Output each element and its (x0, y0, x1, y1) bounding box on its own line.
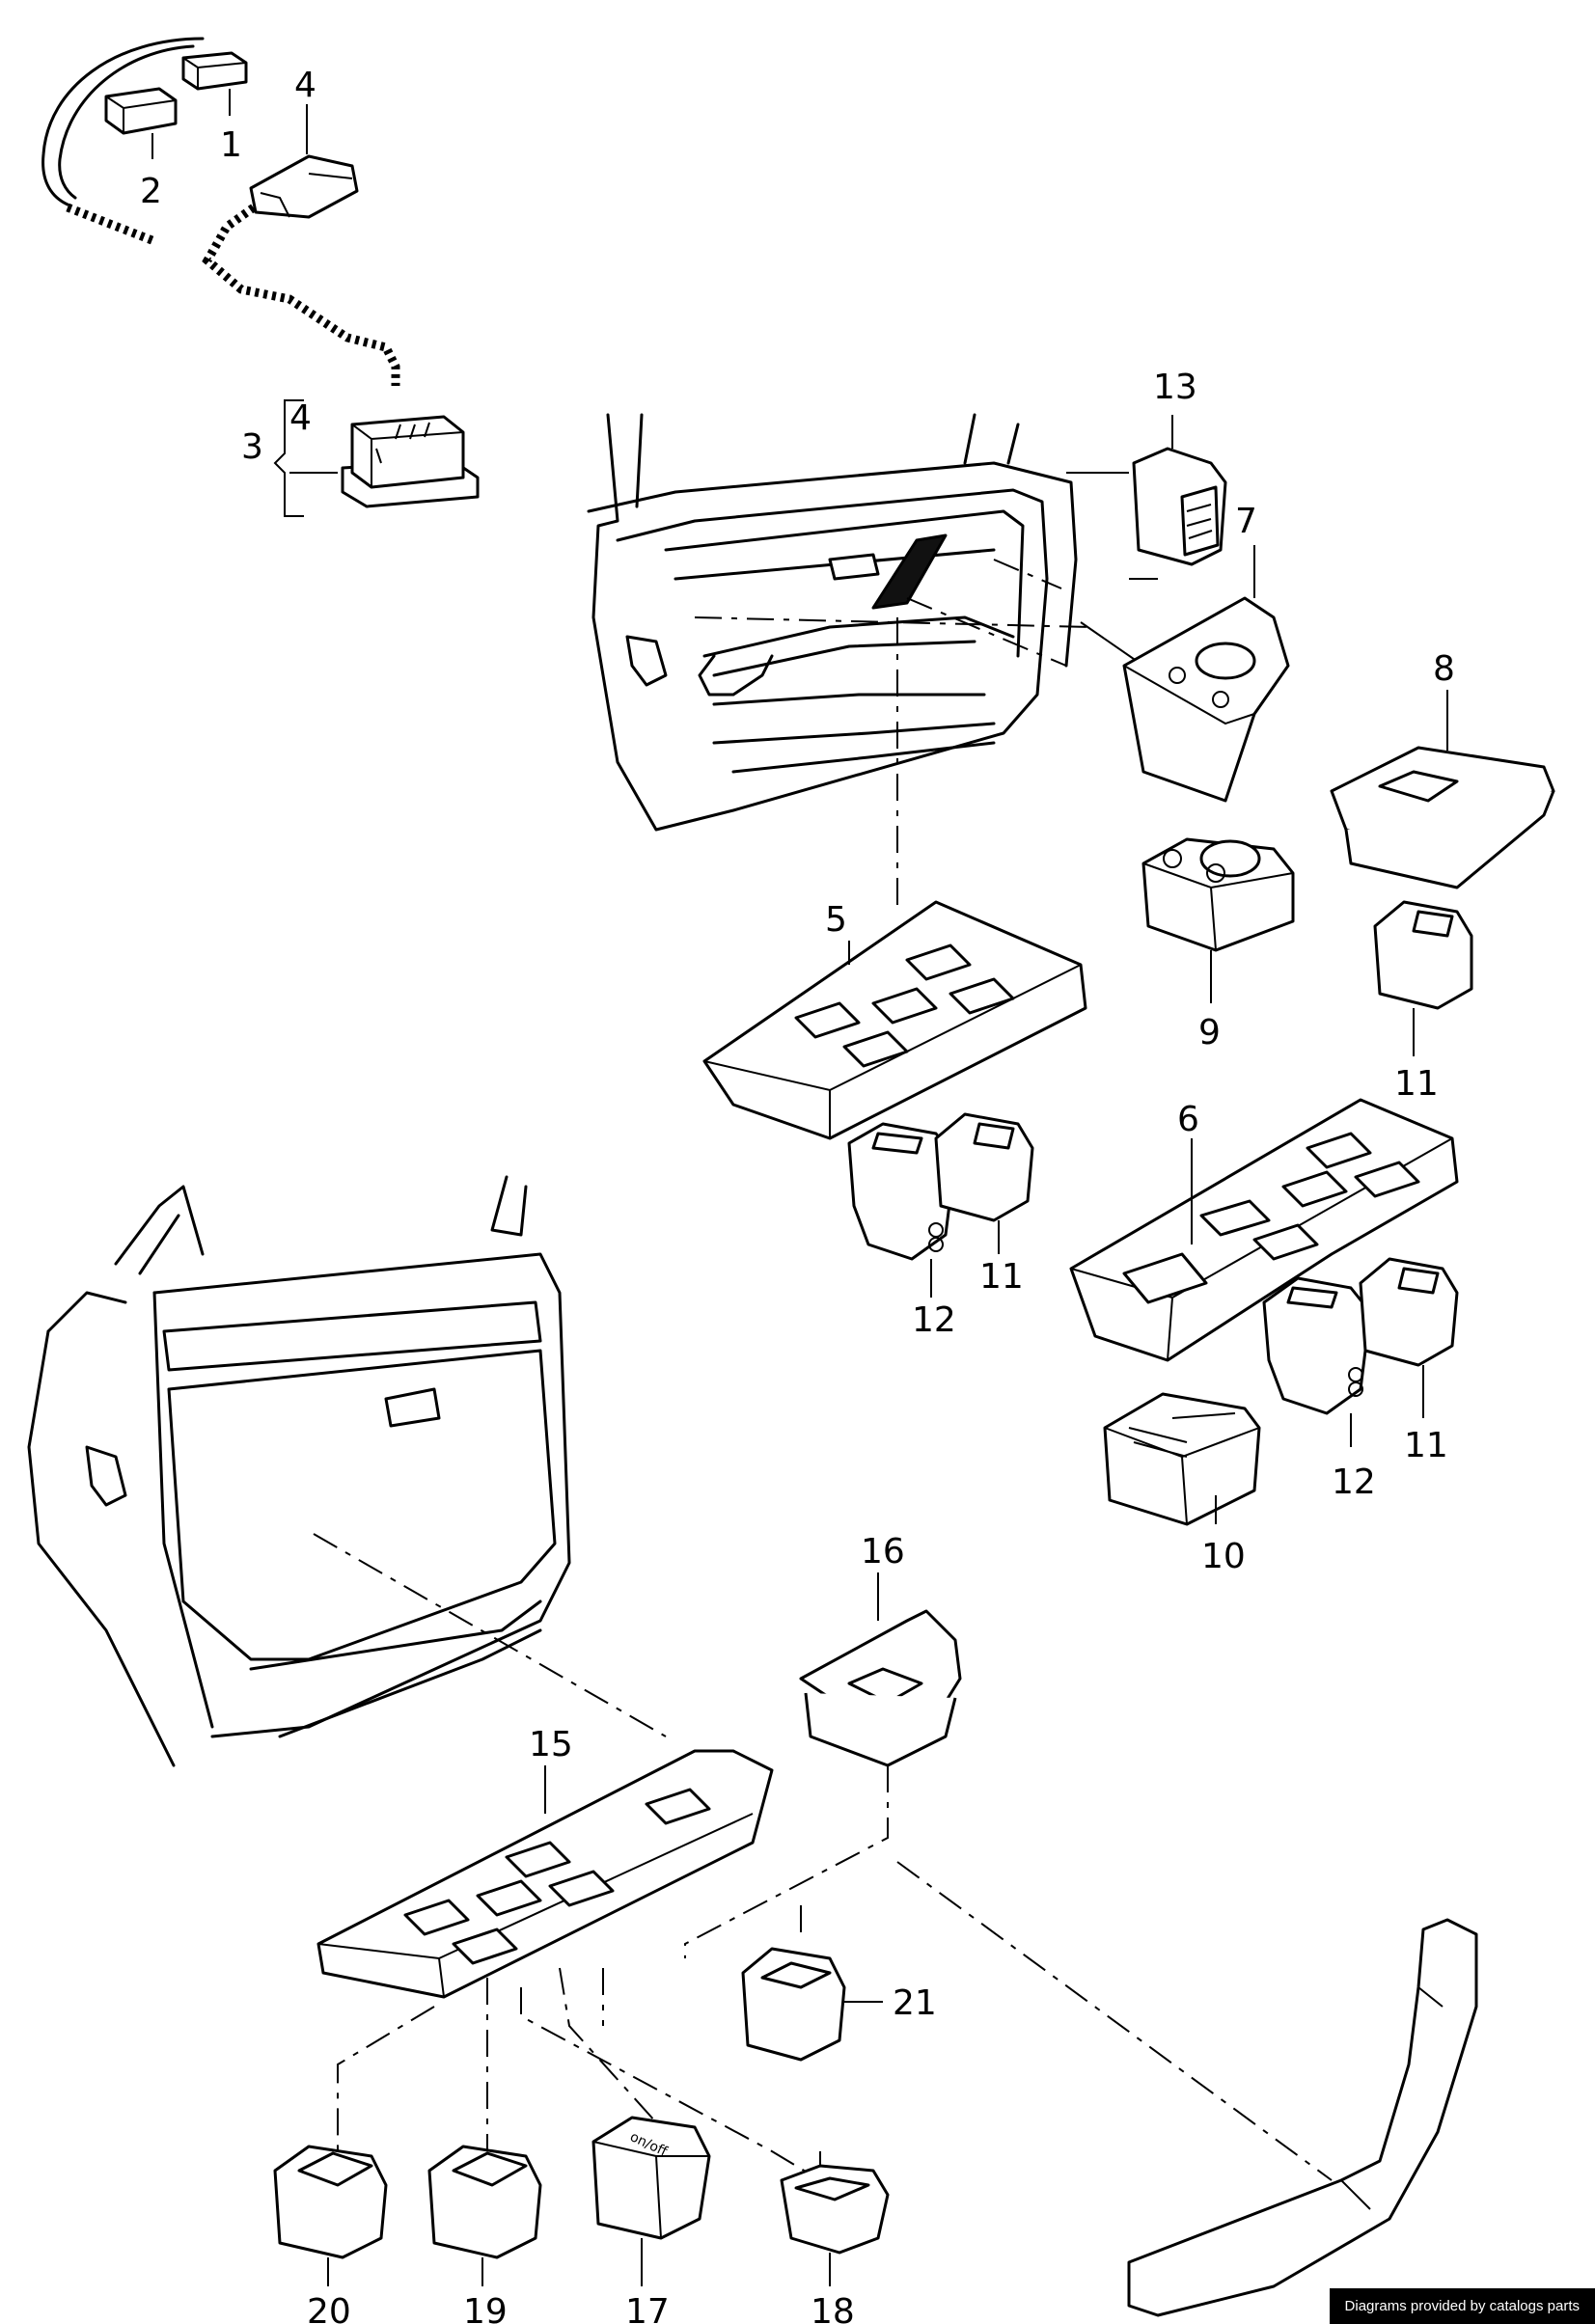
switch-13 (1132, 447, 1227, 566)
callout-2: 2 (140, 172, 162, 211)
callout-6: 6 (1177, 1100, 1199, 1139)
rear-door-panel (27, 1175, 571, 1767)
callout-7: 7 (1235, 502, 1257, 541)
armrest-handle (1127, 1918, 1478, 2317)
switch-17-on-off: on/off (591, 2116, 711, 2240)
callout-1: 1 (220, 125, 242, 165)
callout-10: 10 (1201, 1537, 1246, 1576)
switch-12-left (847, 1122, 957, 1261)
bracket-3 (273, 399, 304, 517)
switch-3 (341, 415, 480, 508)
switch-21 (741, 1947, 846, 2062)
callout-3: 3 (241, 427, 263, 467)
callout-20: 20 (307, 2292, 351, 2324)
switch-11-right-lower (1359, 1257, 1459, 1367)
switch-12-right (1262, 1276, 1372, 1415)
callout-5: 5 (825, 900, 847, 940)
front-door-panel (587, 413, 1078, 832)
switch-19 (427, 2145, 542, 2259)
cap-1 (181, 51, 248, 91)
callout-18: 18 (811, 2292, 855, 2324)
callout-12-left: 12 (912, 1300, 956, 1340)
callout-21: 21 (893, 1983, 937, 2023)
trim-panel-8 (1330, 746, 1555, 889)
callout-16: 16 (861, 1532, 905, 1572)
connector-4 (249, 154, 359, 219)
mirror-switch-9 (1141, 837, 1295, 952)
mirror-switch-housing-7 (1122, 596, 1290, 803)
switch-20 (273, 2145, 388, 2259)
switch-18 (780, 2164, 890, 2255)
switch-panel-6 (1069, 1098, 1459, 1362)
callout-17: 17 (625, 2292, 670, 2324)
switch-10 (1103, 1392, 1261, 1526)
callout-8: 8 (1433, 649, 1455, 689)
credit-banner: Diagrams provided by catalogs parts (1329, 2288, 1595, 2324)
callout-11-right: 11 (1394, 1064, 1439, 1104)
callout-4-bracket: 4 (289, 398, 312, 438)
callout-11-right-lower: 11 (1404, 1426, 1448, 1465)
callout-13: 13 (1153, 368, 1197, 407)
callout-12-right: 12 (1332, 1463, 1376, 1502)
switch-11-left (934, 1112, 1034, 1222)
callout-11-left: 11 (979, 1257, 1024, 1297)
switch-11-right (1373, 900, 1473, 1010)
cap-2 (104, 87, 178, 135)
wiring-harness (41, 37, 400, 386)
callout-19: 19 (463, 2292, 508, 2324)
callout-4-top: 4 (294, 66, 316, 105)
switch-panel-15 (316, 1749, 774, 1999)
callout-9: 9 (1198, 1013, 1221, 1053)
callout-15: 15 (529, 1725, 573, 1764)
switch-panel-5 (702, 900, 1087, 1140)
trim-panel-16 (799, 1609, 962, 1767)
